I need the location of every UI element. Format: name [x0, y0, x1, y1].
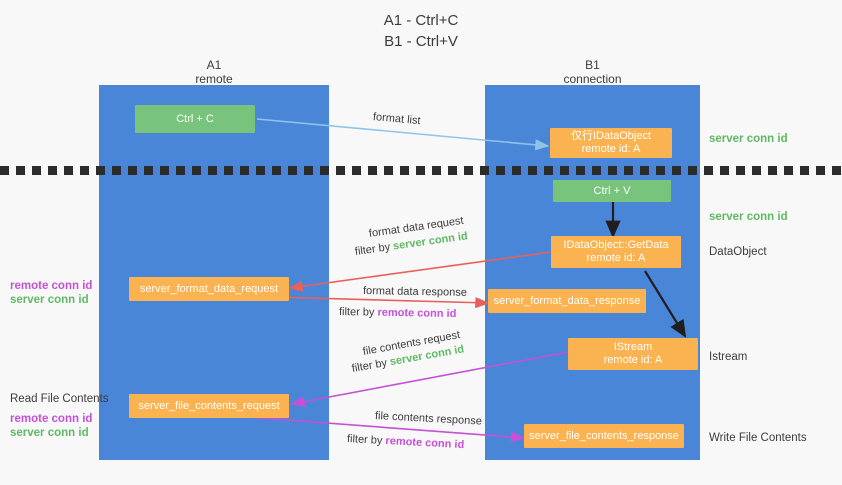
- column-a1-name: A1: [206, 58, 222, 72]
- right-label-write-file-contents: Write File Contents: [709, 432, 807, 444]
- box-idataobject-line2: remote id: A: [581, 143, 641, 155]
- left-label-remote-conn-id-upper: remote conn id: [10, 280, 93, 292]
- left-label-remote-conn-id-lower: remote conn id: [10, 413, 93, 425]
- left-label-server-conn-id-lower: server conn id: [10, 427, 89, 439]
- column-b1-sub: connection: [563, 72, 622, 86]
- filter-prefix: filter by: [354, 240, 394, 258]
- box-getdata[interactable]: IDataObject::GetData remote id: A: [551, 236, 681, 268]
- box-getdata-line2: remote id: A: [586, 252, 646, 264]
- filter-value-remote-conn-id: remote conn id: [377, 306, 457, 321]
- arrow-label-format-data-response: format data response: [362, 285, 468, 299]
- page-title: A1 - Ctrl+C B1 - Ctrl+V: [0, 10, 842, 52]
- box-idataobject[interactable]: 仅行IDataObject remote id: A: [550, 128, 672, 158]
- arrow-label-format-data-response-filter: filter by remote conn id: [339, 305, 457, 321]
- column-a1-sub: remote: [195, 72, 233, 86]
- box-getdata-line1: IDataObject::GetData: [563, 239, 669, 251]
- column-b1-name: B1: [585, 58, 600, 72]
- box-ctrl-v-label: Ctrl + V: [593, 184, 631, 197]
- title-line-2: B1 - Ctrl+V: [384, 33, 458, 50]
- right-label-istream: Istream: [709, 351, 748, 363]
- box-server-file-contents-request[interactable]: server_file_contents_request: [129, 394, 289, 418]
- right-label-server-conn-id-mid: server conn id: [709, 211, 788, 223]
- box-istream[interactable]: IStream remote id: A: [568, 338, 698, 370]
- box-server-format-data-response-label: server_format_data_response: [493, 294, 641, 307]
- box-istream-line1: IStream: [613, 341, 653, 353]
- filter-prefix: filter by: [346, 433, 386, 448]
- box-ctrl-c-label: Ctrl + C: [176, 112, 214, 125]
- box-server-format-data-request[interactable]: server_format_data_request: [129, 277, 289, 301]
- left-label-read-file-contents: Read File Contents: [10, 393, 109, 405]
- box-server-format-data-request-label: server_format_data_request: [139, 282, 279, 295]
- filter-value-remote-conn-id: remote conn id: [385, 435, 465, 452]
- box-server-file-contents-response-label: server_file_contents_response: [529, 429, 679, 442]
- arrow-label-file-contents-response: file contents response: [374, 410, 483, 428]
- box-server-format-data-response[interactable]: server_format_data_response: [488, 289, 646, 313]
- box-idataobject-line1: 仅行IDataObject: [570, 130, 652, 142]
- box-istream-line2: remote id: A: [603, 354, 663, 366]
- column-a1-header: A1 remote: [99, 58, 329, 86]
- box-server-file-contents-request-label: server_file_contents_request: [138, 399, 280, 412]
- filter-prefix: filter by: [350, 356, 391, 375]
- dashed-separator: [0, 166, 842, 175]
- column-b1-header: B1 connection: [485, 58, 700, 86]
- box-server-file-contents-response[interactable]: server_file_contents_response: [524, 424, 684, 448]
- arrow-label-format-list: format list: [372, 111, 422, 128]
- box-ctrl-c[interactable]: Ctrl + C: [135, 105, 255, 133]
- arrow-label-file-contents-response-filter: filter by remote conn id: [347, 432, 465, 452]
- right-label-server-conn-id-top: server conn id: [709, 133, 788, 145]
- filter-prefix: filter by: [338, 306, 378, 319]
- box-ctrl-v[interactable]: Ctrl + V: [553, 180, 671, 202]
- right-label-dataobject: DataObject: [709, 246, 767, 258]
- title-line-1: A1 - Ctrl+C: [383, 12, 459, 29]
- left-label-server-conn-id-upper: server conn id: [10, 294, 89, 306]
